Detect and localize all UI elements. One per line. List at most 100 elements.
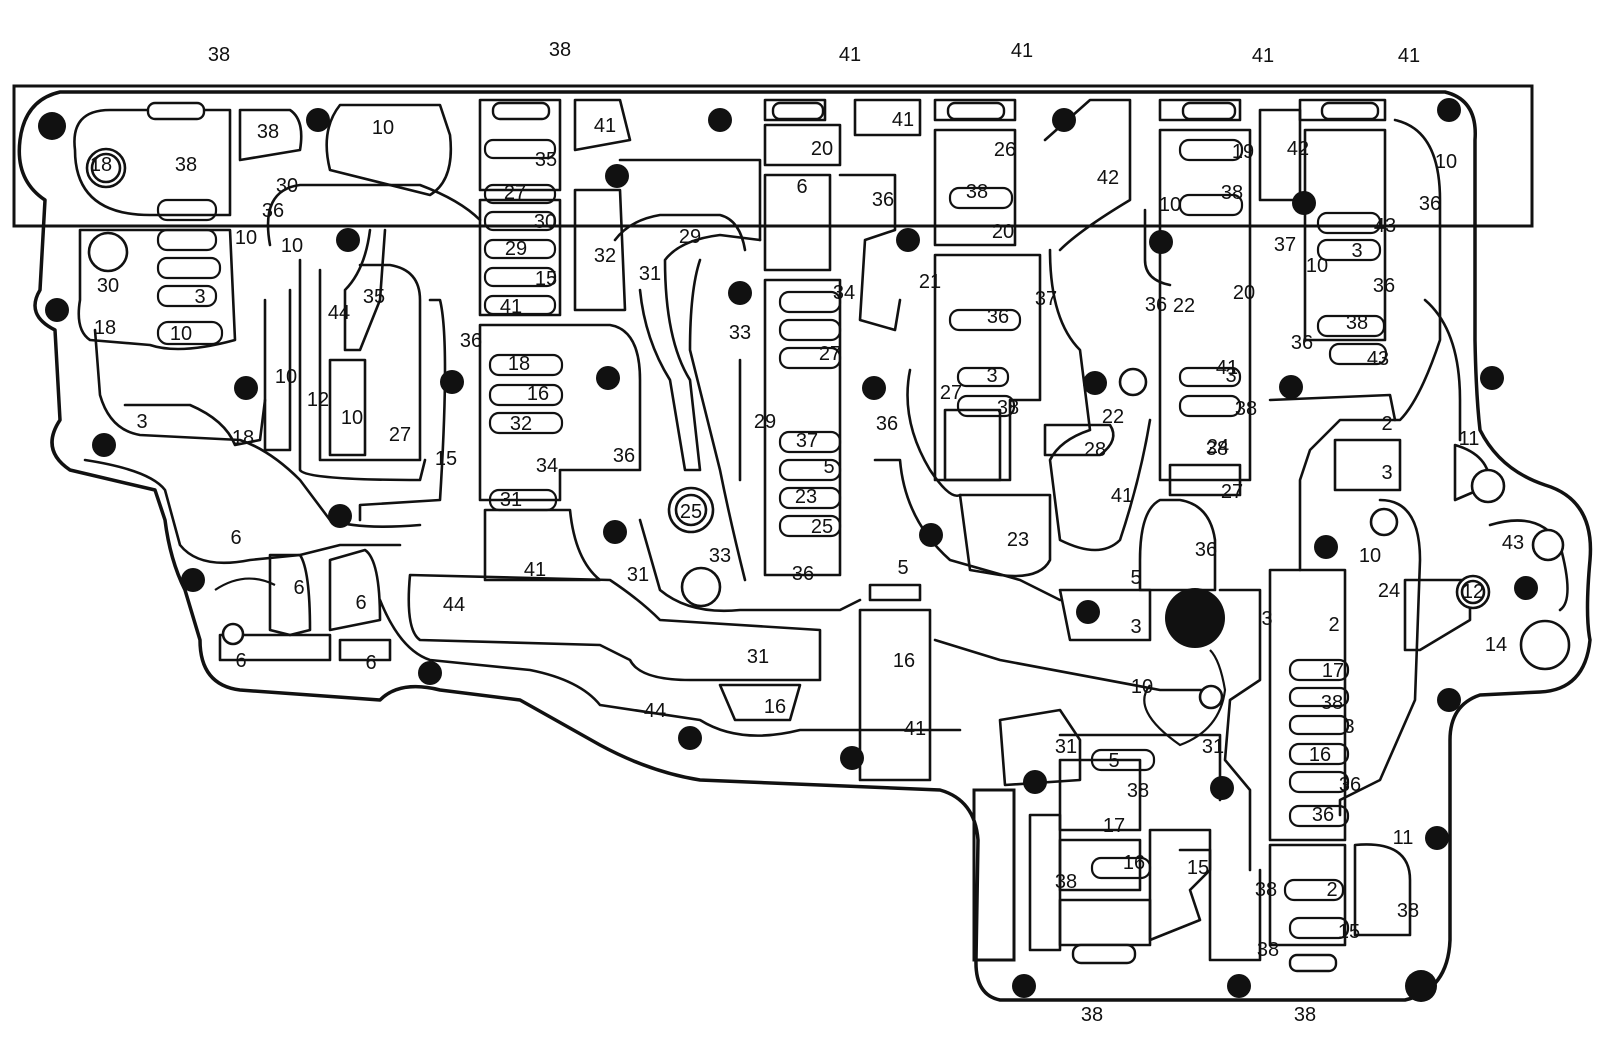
channel	[1158, 98, 1242, 122]
channel	[1048, 248, 1152, 552]
port-label: 26	[994, 139, 1016, 161]
channel	[1333, 438, 1402, 492]
port-label: 5	[1130, 567, 1141, 589]
port-label: 27	[940, 382, 962, 404]
port-label: 32	[594, 245, 616, 267]
channel	[1058, 588, 1152, 642]
port-label: 38	[1127, 780, 1149, 802]
channel	[933, 638, 1212, 692]
port-label: 41	[524, 559, 546, 581]
bore	[156, 228, 218, 252]
channel	[1168, 463, 1242, 497]
channel	[1353, 843, 1412, 937]
ring-port	[1470, 468, 1506, 504]
port-label: 10	[1359, 545, 1381, 567]
bolt-hole	[1076, 600, 1100, 624]
port-label: 20	[811, 138, 833, 160]
channel	[1058, 898, 1152, 947]
port-label: 38	[1257, 939, 1279, 961]
port-label: 29	[505, 238, 527, 260]
bolt-hole	[1083, 371, 1107, 395]
bore	[1328, 342, 1388, 366]
bore	[1288, 658, 1350, 682]
channel	[478, 98, 562, 192]
port-label: 41	[839, 44, 861, 66]
port-label: 32	[510, 413, 532, 435]
port-label: 36	[1373, 275, 1395, 297]
port-label: 18	[508, 353, 530, 375]
bore	[956, 394, 1016, 418]
port-label: 36	[876, 413, 898, 435]
channel	[478, 198, 562, 317]
port-label: 10	[1435, 151, 1457, 173]
bore	[1288, 804, 1350, 828]
port-label: 31	[1055, 736, 1077, 758]
port-label: 17	[1103, 815, 1125, 837]
channel	[1138, 498, 1217, 592]
port-label: 3	[194, 286, 205, 308]
channel	[1143, 208, 1172, 287]
bore	[1178, 366, 1242, 388]
channel	[763, 173, 832, 272]
port-label: 38	[1397, 900, 1419, 922]
port-label: 29	[754, 411, 776, 433]
port-label: 33	[729, 322, 751, 344]
bolt-hole	[678, 726, 702, 750]
port-label: 38	[1294, 1004, 1316, 1026]
port-label: 28	[1084, 439, 1106, 461]
bore	[1288, 742, 1350, 766]
channel	[1148, 828, 1212, 942]
channel	[933, 253, 1042, 482]
port-label: 20	[1233, 282, 1255, 304]
channel	[1058, 758, 1142, 832]
port-label: 38	[175, 154, 197, 176]
channel	[1218, 588, 1262, 872]
port-label: 36	[1291, 332, 1313, 354]
bolt-hole	[1480, 366, 1504, 390]
port-label: 36	[262, 200, 284, 222]
channel	[1303, 128, 1387, 342]
bore	[483, 210, 557, 232]
bolt-hole	[605, 164, 629, 188]
port-label: 3	[1225, 365, 1236, 387]
bore	[1288, 770, 1350, 794]
channel	[1268, 393, 1397, 422]
port-label: 37	[796, 430, 818, 452]
check-ball	[1118, 367, 1148, 397]
bore	[1090, 748, 1156, 772]
check-ball	[1369, 507, 1399, 537]
slot	[771, 101, 825, 121]
bolt-hole	[728, 281, 752, 305]
bore	[778, 318, 842, 342]
ring-port	[674, 493, 708, 527]
port-label: 43	[1367, 348, 1389, 370]
port-label: 2	[1328, 614, 1339, 636]
channel	[1043, 98, 1132, 252]
bore	[1283, 878, 1345, 902]
channel	[638, 233, 762, 472]
port-label: 36	[792, 563, 814, 585]
port-label: 36	[1339, 774, 1361, 796]
bolt-hole	[1292, 191, 1316, 215]
bore	[778, 514, 842, 538]
bore	[1288, 686, 1350, 708]
port-label: 15	[1338, 921, 1360, 943]
port-label: 27	[389, 424, 411, 446]
port-label: 38	[208, 44, 230, 66]
bore	[156, 198, 218, 222]
port-label: 38	[1081, 1004, 1103, 1026]
bore	[156, 320, 224, 346]
bolt-hole	[603, 520, 627, 544]
port-label: 10	[281, 235, 303, 257]
bolt-hole	[862, 376, 886, 400]
port-label: 6	[365, 652, 376, 674]
channel	[573, 188, 627, 312]
channel	[763, 278, 842, 577]
port-label: 41	[892, 109, 914, 131]
port-label: 41	[594, 115, 616, 137]
slot	[146, 101, 206, 121]
bore	[483, 183, 557, 205]
port-label: 36	[1145, 294, 1167, 316]
